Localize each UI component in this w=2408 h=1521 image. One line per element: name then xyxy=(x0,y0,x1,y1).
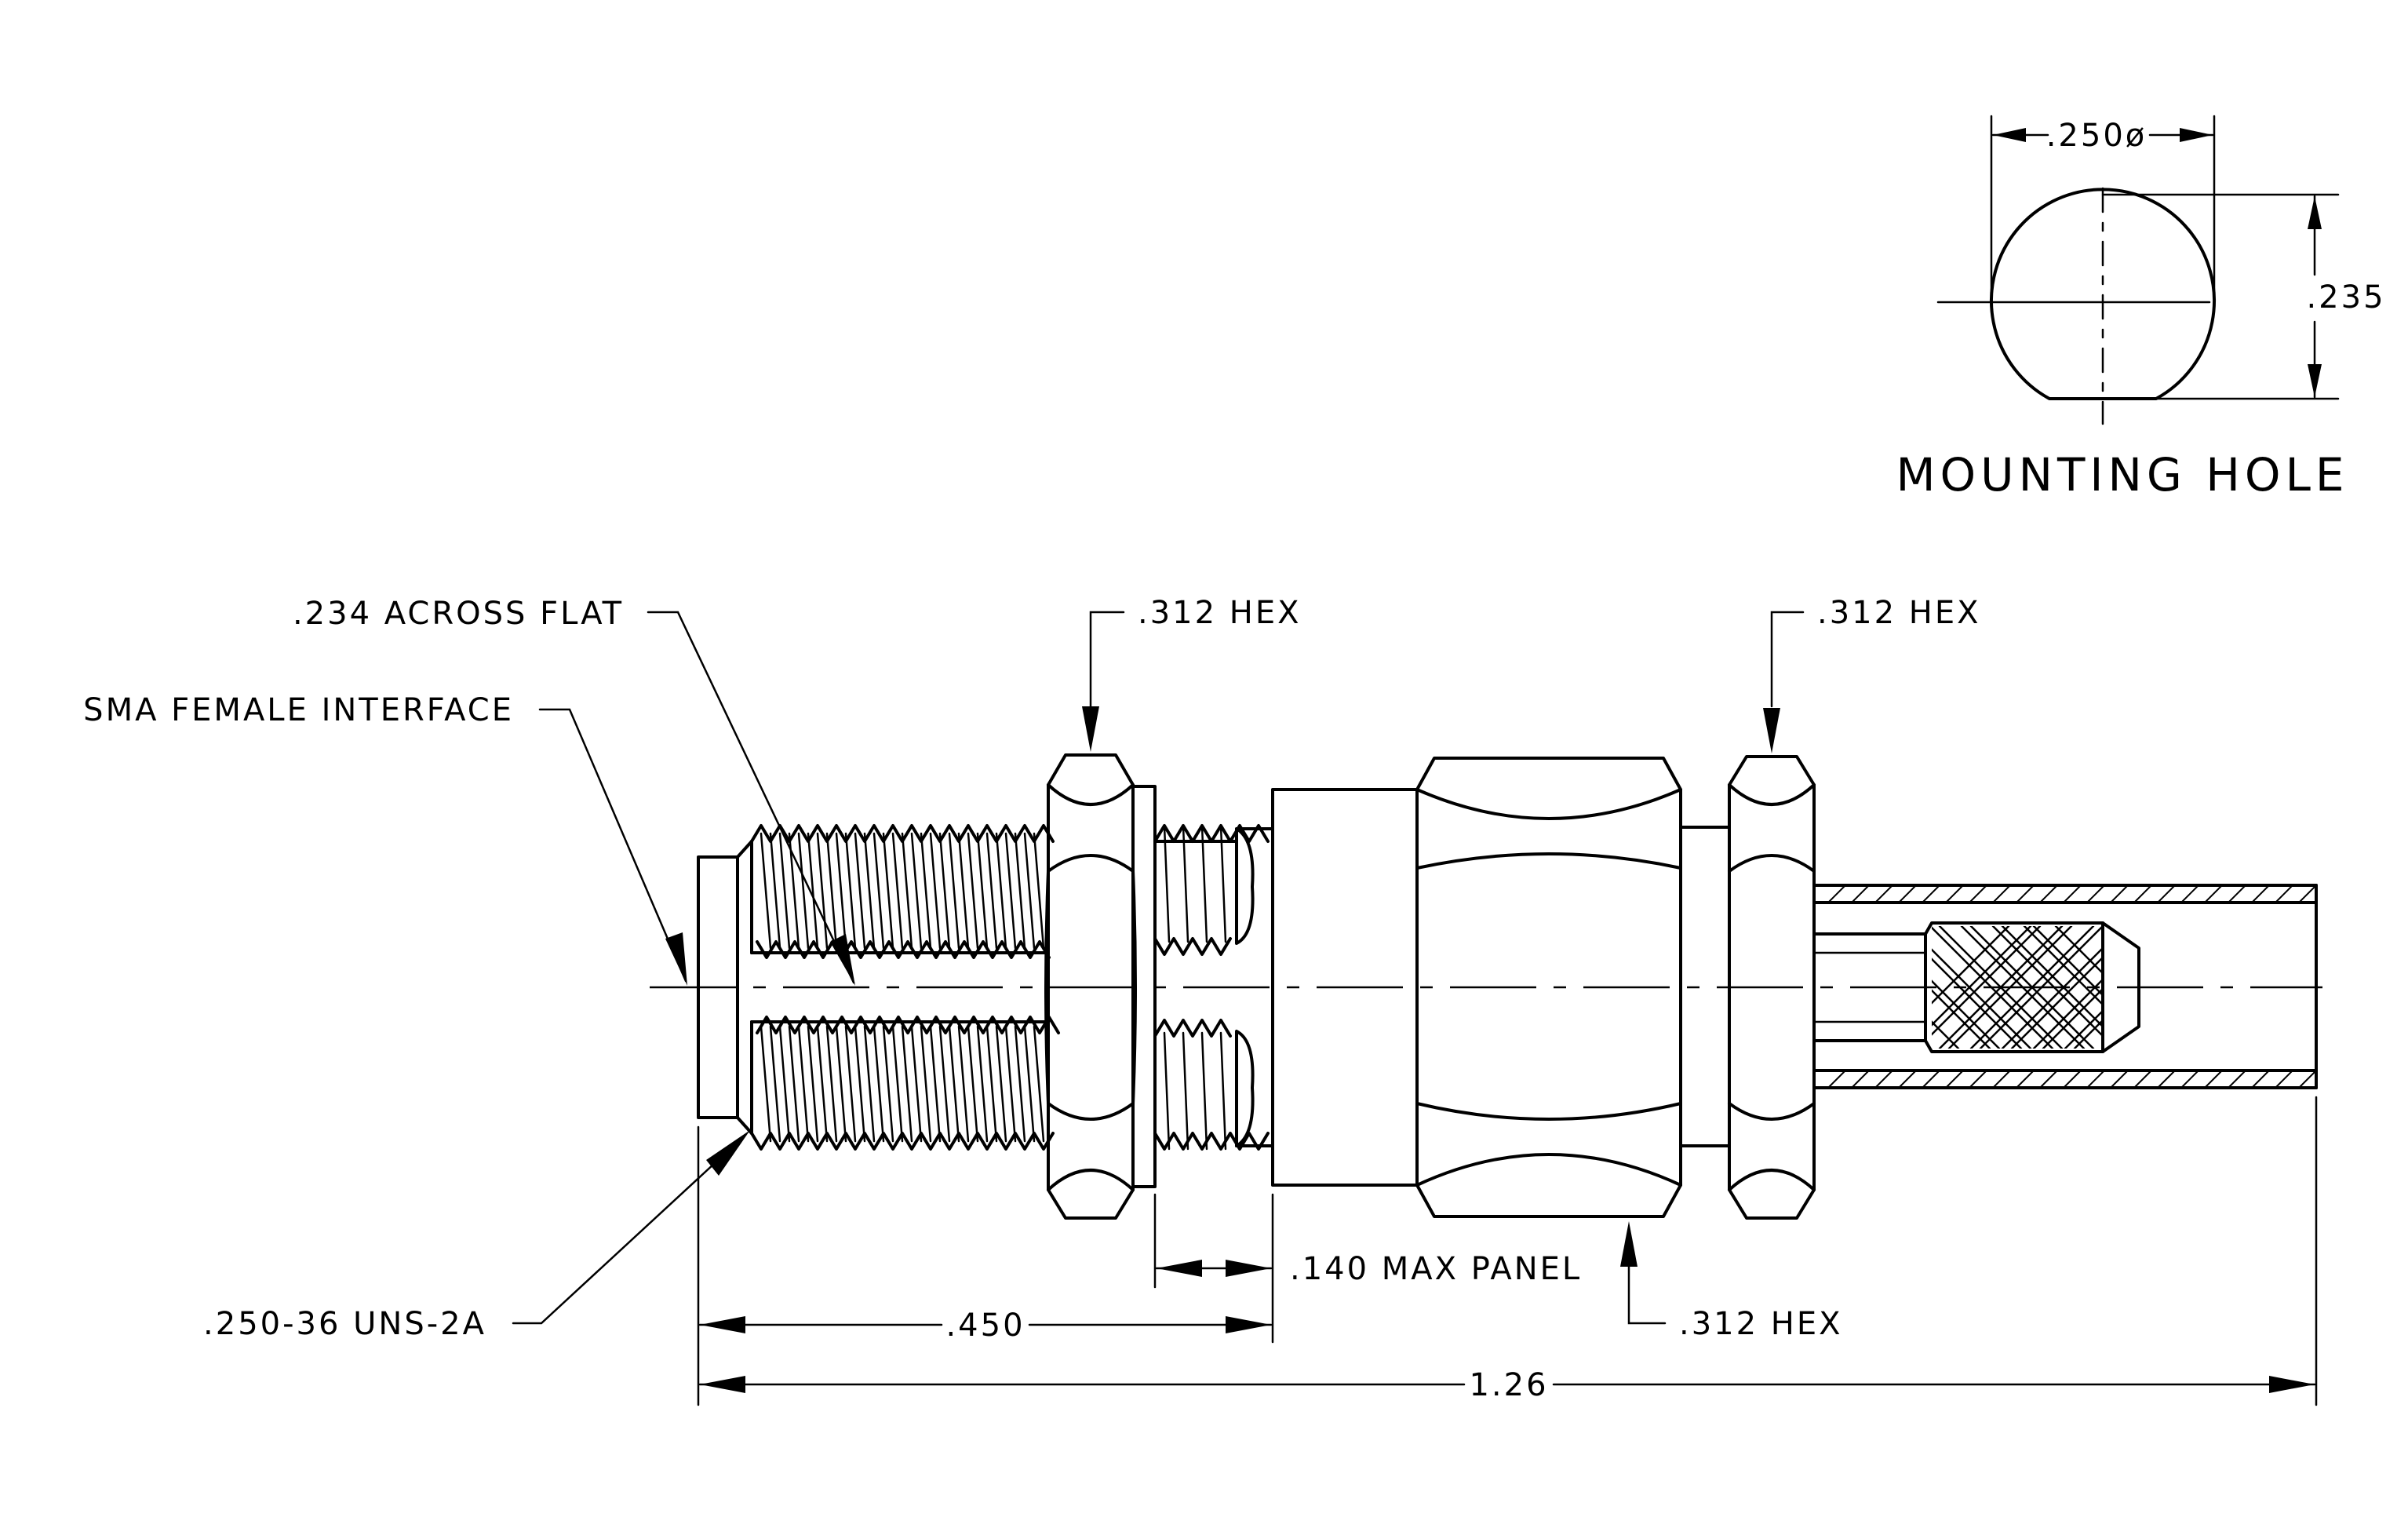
interface-face xyxy=(697,855,739,1119)
mounting-hole-outline xyxy=(1990,188,2216,400)
hex-nut-2 xyxy=(1728,755,1816,1220)
hex-nut-1-label: .312 HEX xyxy=(1138,595,1302,631)
sma-interface-label: SMA FEMALE INTERFACE xyxy=(83,692,514,728)
mounting-hole-title: MOUNTING HOLE xyxy=(1896,448,2348,502)
dimensions: .140 MAX PANEL .450 1.26 xyxy=(697,1096,2318,1406)
lock-washer xyxy=(1131,785,1157,1188)
hex-body-label: .312 HEX xyxy=(1679,1306,1843,1342)
mounting-hole-flat-label: .235 xyxy=(2306,279,2385,316)
front-length-label: .450 xyxy=(945,1308,1025,1344)
hex-nut-2-label: .312 HEX xyxy=(1817,595,1981,631)
knurled-contact xyxy=(1924,921,2140,1053)
rear-thread xyxy=(1153,824,1274,1151)
cable-sleeve xyxy=(1812,884,2318,1089)
center-conductor xyxy=(1812,932,1927,1042)
panel-thickness-label: .140 MAX PANEL xyxy=(1290,1251,1582,1287)
callouts: .234 ACROSS FLAT SMA FEMALE INTERFACE .2… xyxy=(83,595,1981,1342)
across-flat-label: .234 ACROSS FLAT xyxy=(293,596,624,632)
front-thread-upper xyxy=(750,824,1055,959)
connector-body xyxy=(650,753,2322,1220)
mounting-hole-detail: .250ø .235 MOUNTING HOLE xyxy=(1896,115,2385,502)
front-thread-lower xyxy=(750,1016,1060,1151)
mounting-hole-diameter-label: .250ø xyxy=(2046,118,2148,154)
overall-length-label: 1.26 xyxy=(1469,1367,1548,1403)
thread-spec-label: .250-36 UNS-2A xyxy=(203,1306,486,1342)
